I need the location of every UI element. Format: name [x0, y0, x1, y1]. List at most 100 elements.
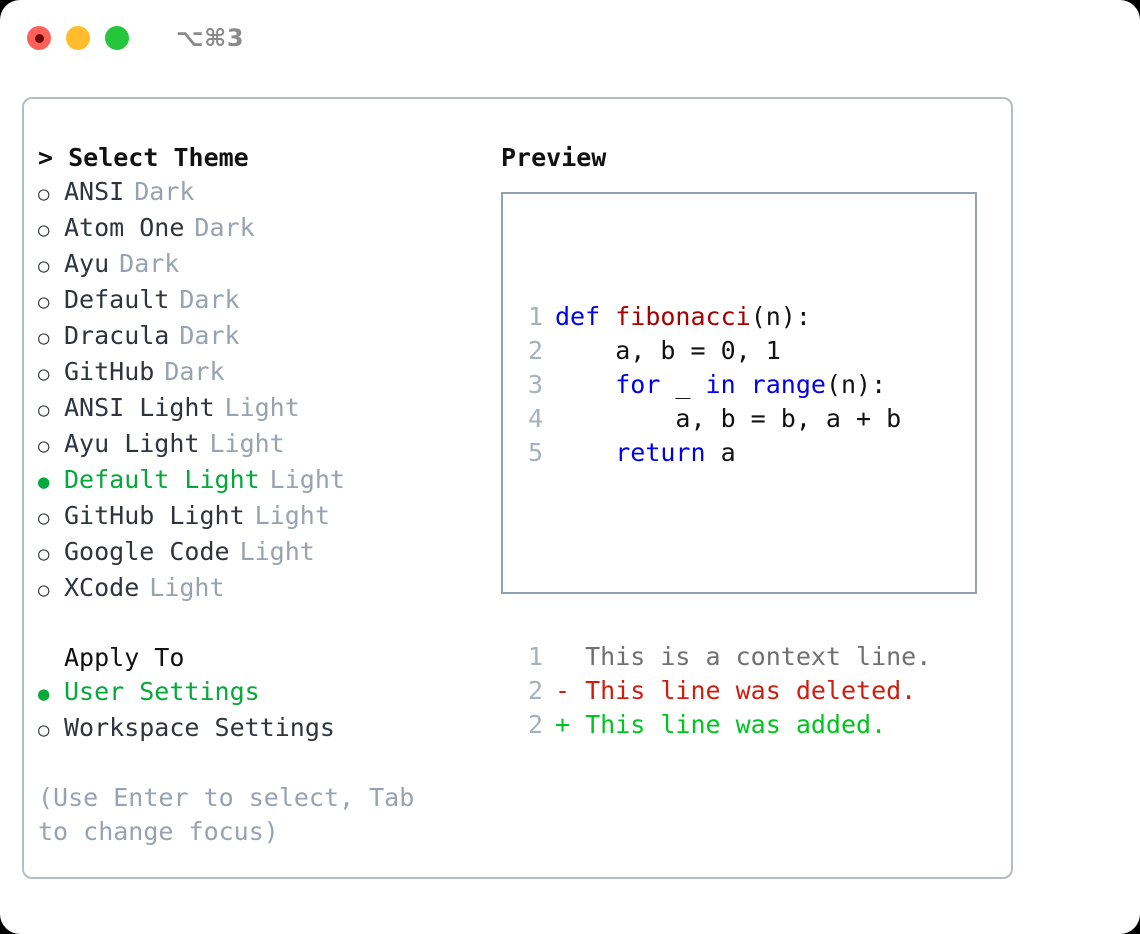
radio-unselected-icon: ○ [38, 719, 50, 741]
diff-line-del: 2 - This line was deleted. [519, 674, 931, 708]
theme-option-label: Ayu [64, 249, 110, 278]
keyboard-shortcut-label: ⌥⌘3 [176, 24, 245, 52]
radio-unselected-icon: ○ [38, 183, 50, 205]
window-controls [27, 26, 129, 50]
diff-line-number: 2 [527, 676, 543, 705]
theme-option-default-light[interactable]: ● Default Light Light [38, 463, 498, 499]
theme-option-label: Ayu Light [64, 429, 200, 458]
diff-line-number: 2 [527, 710, 543, 739]
theme-option-default[interactable]: ○ Default Dark [38, 283, 498, 319]
radio-selected-icon: ● [38, 471, 50, 493]
apply-to-header: Apply To [64, 643, 185, 672]
radio-selected-icon: ● [38, 683, 50, 705]
theme-option-label: GitHub Light [64, 501, 245, 530]
code-token-kw: in range [705, 370, 826, 399]
code-token-kw: return [615, 438, 706, 467]
theme-option-label: Dracula [64, 321, 170, 350]
apply-to-option-workspace-settings[interactable]: ○ Workspace Settings [38, 711, 498, 747]
radio-unselected-icon: ○ [38, 327, 50, 349]
theme-option-tag: Dark [194, 213, 255, 242]
code-line-number: 5 [527, 438, 543, 467]
radio-unselected-icon: ○ [38, 291, 50, 313]
title-bar: ⌥⌘3 [0, 0, 1140, 76]
code-token-txt: (n): [825, 370, 887, 399]
theme-option-label: GitHub [64, 357, 155, 386]
code-line-number: 1 [527, 302, 543, 331]
diff-line-add: 2 + This line was added. [519, 708, 931, 742]
theme-option-tag: Dark [164, 357, 225, 386]
close-button-icon[interactable] [27, 26, 51, 50]
diff-line-ctx: 1 This is a context line. [519, 640, 931, 674]
theme-option-tag: Dark [134, 177, 195, 206]
minimize-button-icon[interactable] [66, 26, 90, 50]
theme-option-label: Atom One [64, 213, 185, 242]
code-line: 4 a, b = b, a + b [519, 402, 931, 436]
code-token-txt [555, 368, 615, 402]
theme-option-tag: Light [254, 501, 330, 530]
radio-unselected-icon: ○ [38, 219, 50, 241]
apply-to-option-user-settings[interactable]: ● User Settings [38, 675, 498, 711]
hint-spacer [38, 747, 498, 781]
apply-to-list: ● User Settings ○ Workspace Settings [38, 675, 498, 747]
preview-header: Preview [501, 143, 607, 172]
diff-line-text: This is a context line. [555, 642, 932, 671]
diff-lines: 1 This is a context line.2- This line wa… [519, 640, 931, 742]
theme-option-label: ANSI [64, 177, 125, 206]
code-line-number: 2 [527, 336, 543, 365]
code-token-txt: (n): [750, 302, 811, 331]
theme-option-atom-one[interactable]: ○ Atom One Dark [38, 211, 498, 247]
theme-option-github-light[interactable]: ○ GitHub Light Light [38, 499, 498, 535]
radio-unselected-icon: ○ [38, 579, 50, 601]
theme-option-tag: Light [224, 393, 300, 422]
theme-option-tag: Dark [119, 249, 180, 278]
code-token-fn: fibonacci [615, 302, 751, 331]
theme-option-label: ANSI Light [64, 393, 215, 422]
apply-to-option-label: User Settings [64, 677, 260, 706]
code-line: 3 for _ in range(n): [519, 368, 931, 402]
theme-option-label: Google Code [64, 537, 230, 566]
theme-option-label: Default Light [64, 465, 260, 494]
select-theme-header: > Select Theme [38, 143, 249, 172]
radio-unselected-icon: ○ [38, 507, 50, 529]
theme-option-tag: Light [149, 573, 225, 602]
theme-option-xcode[interactable]: ○ XCode Light [38, 571, 498, 607]
code-line-number: 3 [527, 370, 543, 399]
code-line: 1 def fibonacci(n): [519, 300, 931, 334]
theme-option-ayu[interactable]: ○ Ayu Dark [38, 247, 498, 283]
apply-to-option-label: Workspace Settings [64, 713, 335, 742]
code-token-kw: for [615, 370, 661, 399]
radio-unselected-icon: ○ [38, 255, 50, 277]
radio-unselected-icon: ○ [38, 399, 50, 421]
theme-option-tag: Light [269, 465, 345, 494]
code-blank-line [519, 538, 931, 572]
keyboard-hint-text: (Use Enter to select, Tab to change focu… [38, 783, 415, 846]
code-token-txt: a, b = 0, 1 [555, 336, 781, 365]
theme-option-ansi[interactable]: ○ ANSI Dark [38, 175, 498, 211]
radio-unselected-icon: ○ [38, 435, 50, 457]
theme-option-label: Default [64, 285, 170, 314]
theme-option-ansi-light[interactable]: ○ ANSI Light Light [38, 391, 498, 427]
diff-line-text: + This line was added. [555, 710, 887, 739]
code-token-txt: _ [660, 370, 706, 399]
theme-option-dracula[interactable]: ○ Dracula Dark [38, 319, 498, 355]
maximize-button-icon[interactable] [105, 26, 129, 50]
code-line-number: 4 [527, 404, 543, 433]
diff-line-text: - This line was deleted. [555, 676, 917, 705]
code-token-txt [555, 436, 615, 470]
code-line: 2 a, b = 0, 1 [519, 334, 931, 368]
theme-option-label: XCode [64, 573, 140, 602]
theme-option-tag: Dark [179, 285, 240, 314]
code-token-kw: def [555, 302, 616, 331]
theme-option-tag: Dark [179, 321, 240, 350]
theme-option-tag: Light [239, 537, 315, 566]
